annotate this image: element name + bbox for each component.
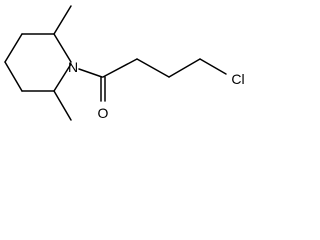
chain-bond-1 — [102, 58, 138, 78]
methyl-bond-bottom — [53, 90, 72, 121]
ring-bond-c4-c5 — [4, 61, 23, 92]
methyl-bond-top — [53, 5, 72, 35]
chain-bond-3 — [168, 58, 201, 78]
chain-bond-2 — [136, 58, 170, 78]
ring-bond-n-c2 — [53, 33, 72, 63]
ring-bond-c3-c4 — [4, 33, 23, 63]
chain-bond-4 — [199, 58, 227, 75]
ring-bond-c6-n — [53, 63, 72, 92]
chlorine-atom-label: Cl — [231, 71, 244, 87]
nitrogen-atom-label: N — [68, 59, 78, 75]
amide-bond-n-c — [78, 68, 103, 78]
oxygen-atom-label: O — [98, 105, 109, 121]
chemical-structure-diagram: N O Cl — [4, 5, 245, 121]
